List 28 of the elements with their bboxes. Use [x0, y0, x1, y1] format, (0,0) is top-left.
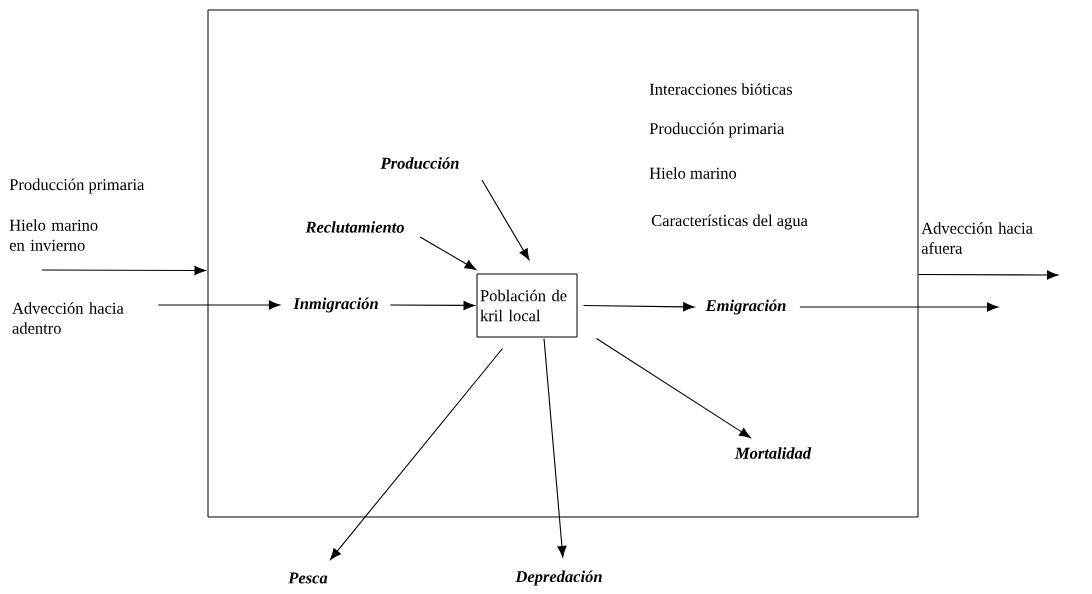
factor-label: Producción primaria [9, 178, 145, 194]
arrow [419, 236, 477, 270]
factor-label: Características del agua [651, 214, 808, 230]
factor-label: Advección hacia afuera [921, 222, 1033, 254]
flow-label: Emigración [705, 299, 786, 315]
flow-label: Reclutamiento [305, 221, 404, 233]
factor-label: Interacciones bióticas [649, 83, 792, 95]
arrow [582, 302, 695, 312]
factor-label: Hielo marino en invierno [9, 219, 98, 251]
flow-label: Mortalidad [734, 447, 812, 459]
arrow [330, 347, 504, 560]
process-box: Población de kril local [476, 273, 578, 338]
arrow [157, 300, 281, 310]
flow-label: Advección hacia adentro [12, 302, 124, 334]
arrow [543, 337, 567, 558]
arrow [481, 179, 530, 261]
arrow [595, 337, 751, 438]
flow-label: Inmigración [293, 297, 378, 313]
factor-label: Producción primaria [649, 122, 785, 138]
system-boundary-box [207, 9, 919, 518]
flow-label: Pesca [288, 572, 328, 584]
arrow [917, 270, 1059, 280]
flow-label: Depredación [515, 570, 602, 586]
factor-label: Hielo marino [649, 167, 737, 179]
arrow [799, 302, 999, 312]
arrow [389, 300, 475, 310]
flow-label: Producción [380, 157, 459, 169]
arrow [41, 265, 206, 276]
